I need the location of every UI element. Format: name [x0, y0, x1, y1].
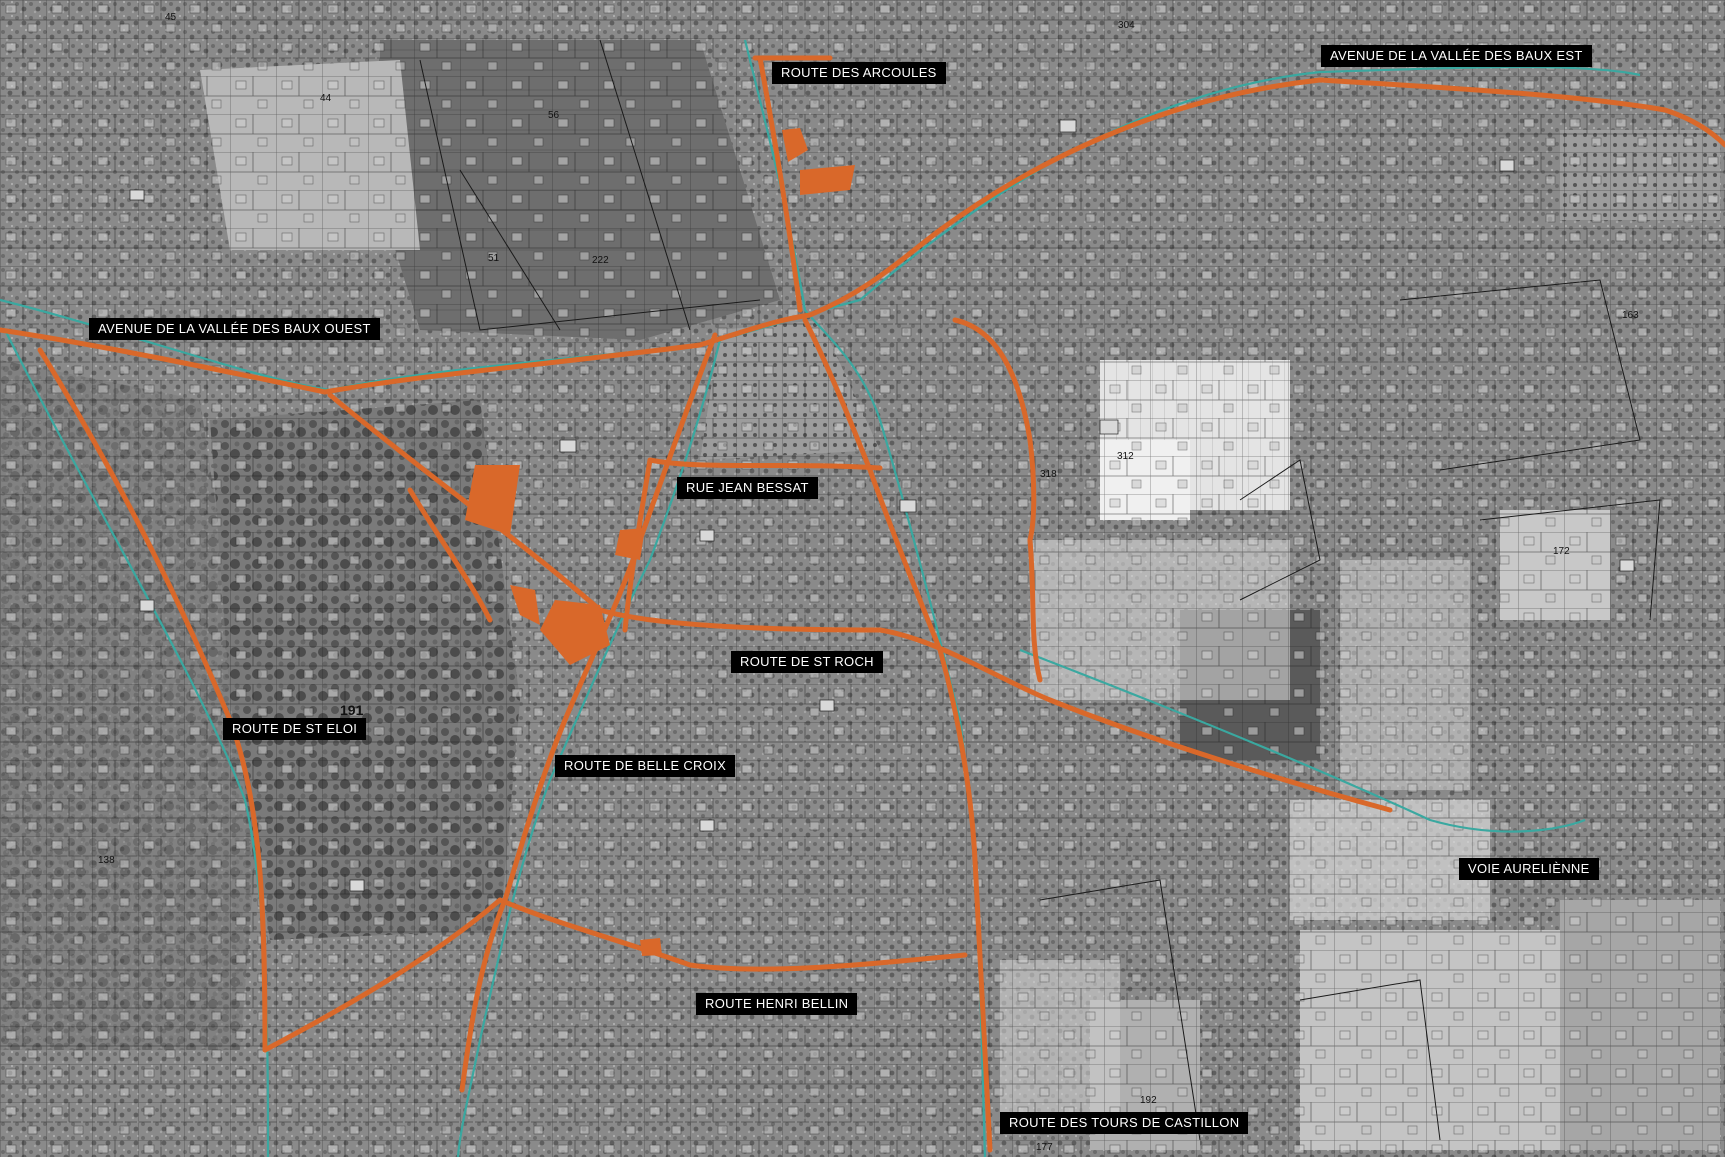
road-label-route-de-st-roch[interactable]: ROUTE DE ST ROCH — [731, 651, 883, 673]
parcel-number: 163 — [1622, 310, 1639, 321]
parcel-number: 222 — [592, 255, 609, 266]
parcel-number: 45 — [165, 12, 177, 23]
road-label-rue-jean-bessat[interactable]: RUE JEAN BESSAT — [677, 477, 818, 499]
road-label-route-de-belle-croix[interactable]: ROUTE DE BELLE CROIX — [555, 755, 736, 777]
parcel-number: 318 — [1040, 469, 1057, 480]
parcel-number: 51 — [488, 253, 500, 264]
road-label-route-de-st-eloi[interactable]: ROUTE DE ST ELOI — [223, 718, 367, 740]
parcel-number: 172 — [1553, 546, 1570, 557]
parcel-number: 312 — [1117, 451, 1134, 462]
road-label-route-des-tours-de-castillon[interactable]: ROUTE DES TOURS DE CASTILLON — [1000, 1112, 1249, 1134]
parcel-number: 56 — [548, 110, 560, 121]
parcel-number: 304 — [1118, 20, 1135, 31]
parcel-number: 177 — [1036, 1142, 1053, 1153]
road-label-avenue-baux-est[interactable]: AVENUE DE LA VALLÉE DES BAUX EST — [1321, 45, 1592, 67]
parcel-number: 191 — [340, 702, 364, 718]
road-label-route-henri-bellin[interactable]: ROUTE HENRI BELLIN — [696, 993, 858, 1015]
parcel-number: 192 — [1140, 1095, 1157, 1106]
road-label-avenue-baux-ouest[interactable]: AVENUE DE LA VALLÉE DES BAUX OUEST — [89, 318, 380, 340]
road-label-voie-aurelienne[interactable]: VOIE AURELIÈNNE — [1459, 858, 1599, 880]
parcel-number: 138 — [98, 855, 115, 866]
parcel-number: 44 — [320, 93, 332, 104]
road-label-route-des-arcoules[interactable]: ROUTE DES ARCOULES — [772, 62, 946, 84]
